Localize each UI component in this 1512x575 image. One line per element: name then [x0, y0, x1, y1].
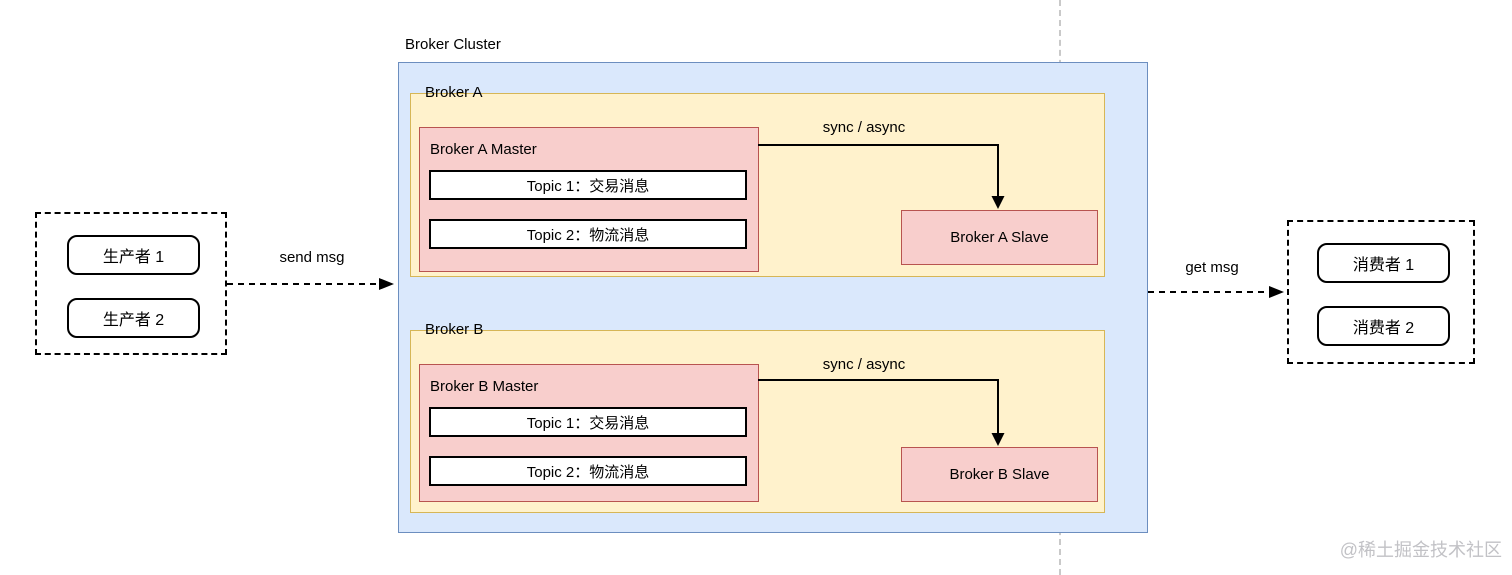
broker-a-master-box: Broker A Master Topic 1：交易消息 Topic 2：物流消…	[419, 127, 759, 272]
broker-a-master-label: Broker A Master	[430, 141, 537, 158]
broker-a-box: Broker A Broker A Master Topic 1：交易消息 To…	[410, 84, 1105, 277]
broker-a-sync-label: sync / async	[822, 119, 906, 136]
broker-b-label: Broker B	[425, 321, 484, 338]
watermark-text: @稀土掘金技术社区	[1339, 540, 1502, 560]
consumer-1-box: 消费者 1	[1317, 243, 1450, 283]
broker-b-master-box: Broker B Master Topic 1：交易消息 Topic 2：物流消…	[419, 364, 759, 502]
broker-b-slave-box: Broker B Slave	[901, 447, 1098, 502]
broker-a-topic-1: Topic 1：交易消息	[429, 170, 747, 200]
broker-b-master-label: Broker B Master	[430, 378, 539, 395]
broker-b-topic-1: Topic 1：交易消息	[429, 407, 747, 437]
broker-a-slave-box: Broker A Slave	[901, 210, 1098, 265]
send-msg-label: send msg	[279, 249, 345, 266]
broker-cluster-title: Broker Cluster	[405, 36, 501, 53]
consumer-2-box: 消费者 2	[1317, 306, 1450, 346]
send-msg-arrow	[227, 278, 394, 290]
broker-b-sync-label: sync / async	[822, 356, 906, 373]
broker-cluster-box: Broker A Broker A Master Topic 1：交易消息 To…	[398, 62, 1148, 533]
broker-a-topic-2: Topic 2：物流消息	[429, 219, 747, 249]
consumers-group-box: 消费者 1 消费者 2	[1287, 220, 1475, 364]
get-msg-label: get msg	[1185, 259, 1239, 276]
broker-b-topic-2: Topic 2：物流消息	[429, 456, 747, 486]
broker-b-box: Broker B Broker B Master Topic 1：交易消息 To…	[410, 321, 1105, 513]
broker-a-label: Broker A	[425, 84, 483, 101]
producer-1-box: 生产者 1	[67, 235, 200, 275]
producer-2-box: 生产者 2	[67, 298, 200, 338]
get-msg-arrow	[1148, 286, 1284, 298]
producers-group-box: 生产者 1 生产者 2	[35, 212, 227, 355]
